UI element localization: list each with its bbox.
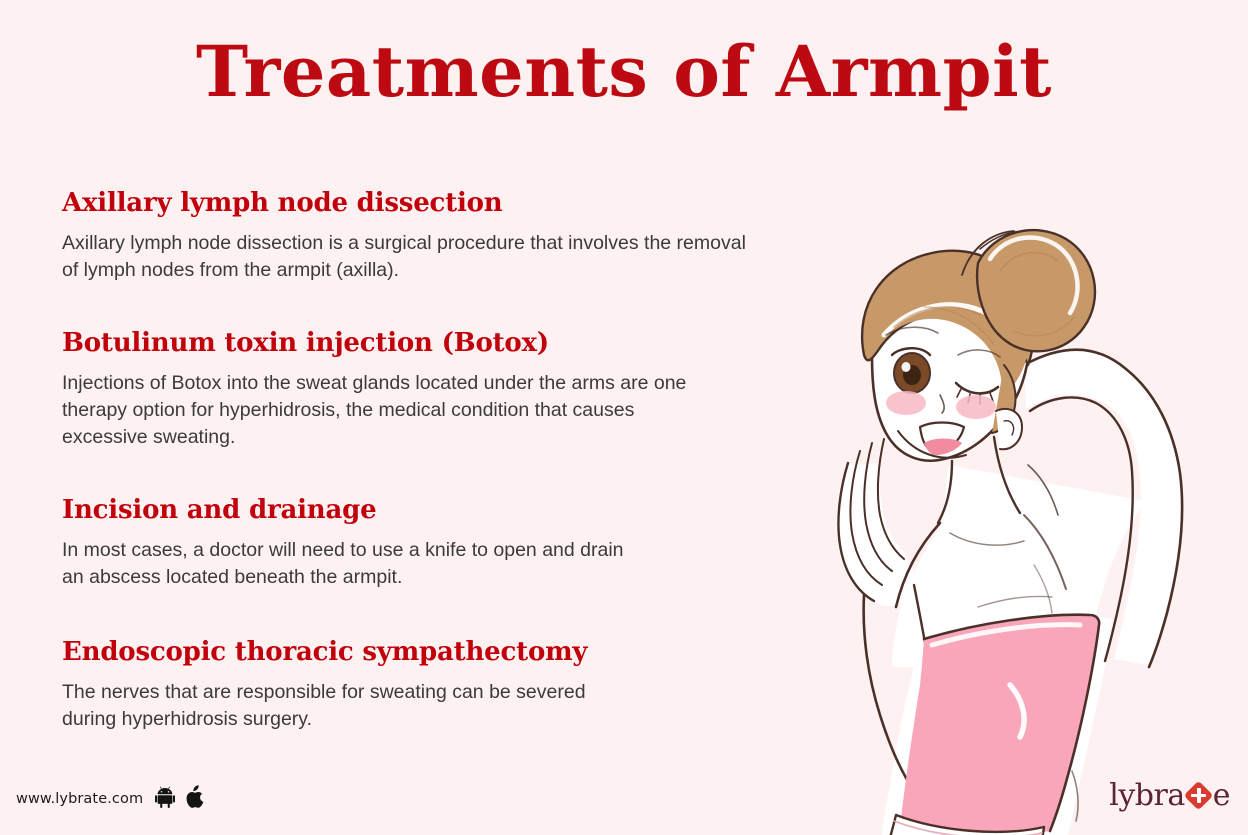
description-line: of lymph nodes from the armpit (axilla). [62, 259, 400, 281]
logo-text-before: lybra [1109, 778, 1185, 813]
description-line: Axillary lymph node dissection is a surg… [62, 232, 746, 254]
description-line: The nerves that are responsible for swea… [62, 681, 586, 703]
treatment-section: Botulinum toxin injection (Botox) Inject… [62, 326, 892, 451]
website-url[interactable]: www.lybrate.com [16, 790, 144, 807]
treatment-heading: Endoscopic thoracic sympathectomy [62, 637, 588, 667]
store-icons [155, 785, 205, 812]
android-icon[interactable] [155, 786, 176, 812]
apple-icon[interactable] [186, 785, 205, 812]
description-line: therapy option for hyperhidrosis, the me… [62, 399, 635, 421]
treatment-description: The nerves that are responsible for swea… [62, 679, 882, 733]
description-line: excessive sweating. [62, 426, 236, 448]
treatment-heading: Axillary lymph node dissection [62, 188, 503, 218]
treatment-heading: Botulinum toxin injection (Botox) [62, 328, 549, 358]
lybrate-logo[interactable]: lybra e [1109, 778, 1230, 813]
description-line: In most cases, a doctor will need to use… [62, 539, 624, 561]
page-title: Treatments of Armpit [195, 30, 1052, 113]
description-line: Injections of Botox into the sweat gland… [62, 372, 687, 394]
treatment-description: In most cases, a doctor will need to use… [62, 537, 882, 591]
lybrate-cross-mark-icon [1183, 780, 1214, 811]
footer-left: www.lybrate.com [16, 785, 205, 812]
description-line: during hyperhidrosis surgery. [62, 708, 313, 730]
treatment-section: Axillary lymph node dissection Axillary … [62, 186, 892, 284]
treatment-section: Incision and drainage In most cases, a d… [62, 493, 892, 591]
treatment-description: Axillary lymph node dissection is a surg… [62, 230, 882, 284]
treatment-section: Endoscopic thoracic sympathectomy The ne… [62, 635, 892, 733]
logo-text-after: e [1212, 778, 1231, 813]
treatment-description: Injections of Botox into the sweat gland… [62, 370, 882, 451]
treatment-heading: Incision and drainage [62, 495, 377, 525]
plus-vertical [1196, 788, 1201, 803]
treatments-list: Axillary lymph node dissection Axillary … [62, 186, 892, 733]
description-line: an abscess located beneath the armpit. [62, 566, 403, 588]
